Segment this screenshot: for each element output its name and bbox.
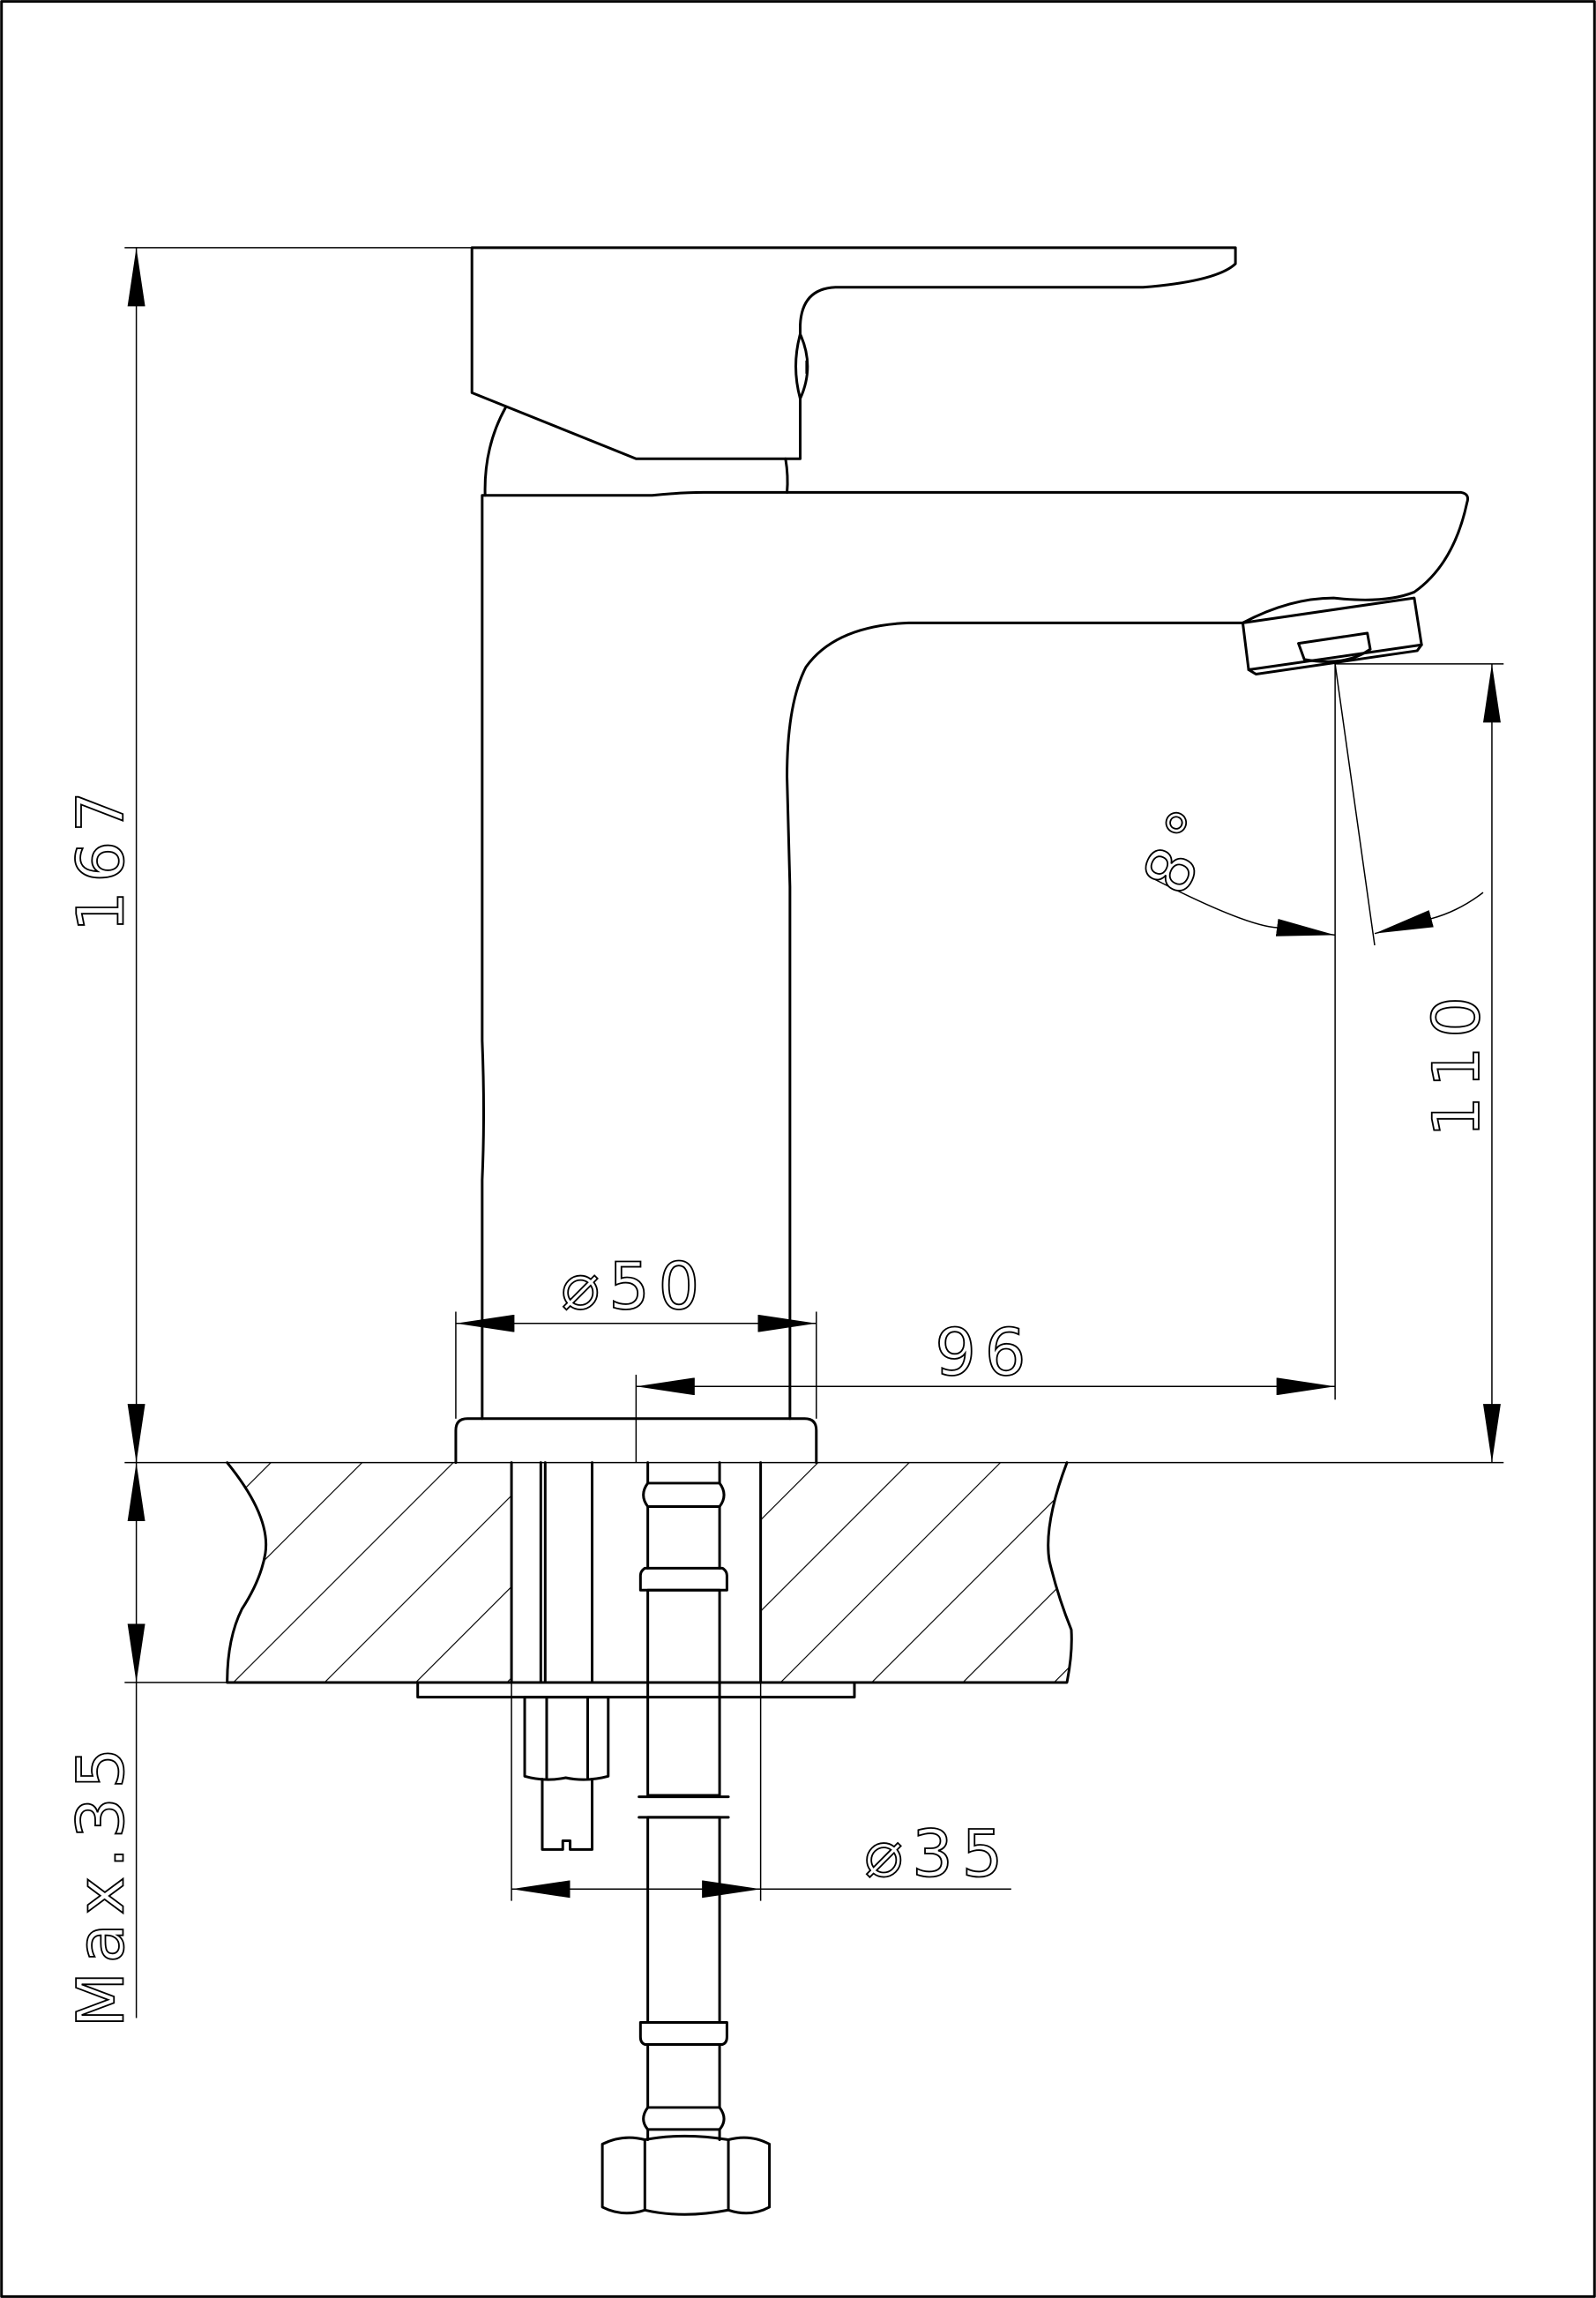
mounting-plate <box>416 1681 856 1699</box>
label-max-35: Max.35 <box>64 1739 139 2027</box>
dimension-hole-diameter: ⌀35 <box>511 1682 1011 1901</box>
counter-slab <box>226 1461 1073 1684</box>
faucet-body <box>481 490 1470 1421</box>
aerator <box>1241 596 1423 676</box>
dimension-spout-reach: 96 <box>635 663 1336 1463</box>
cartridge-curve-left <box>483 406 507 497</box>
dimension-base-diameter: ⌀50 <box>455 1249 817 1419</box>
label-96: 96 <box>935 1316 1034 1391</box>
label-110: 110 <box>1420 988 1495 1137</box>
mounting-rod <box>416 1461 856 1851</box>
cartridge-curve-right <box>784 457 789 494</box>
label-diameter-35: ⌀35 <box>864 1817 1011 1891</box>
dimension-total-height: 167 <box>63 247 145 1463</box>
supply-hose <box>600 1461 772 2216</box>
label-8-degrees: 8° <box>1129 791 1235 905</box>
dimension-max-deck: Max.35 <box>63 1462 145 2028</box>
faucet-handle <box>470 246 1237 460</box>
label-diameter-50: ⌀50 <box>561 1250 708 1324</box>
dimension-spout-angle: 8° <box>1128 663 1484 946</box>
label-167: 167 <box>64 783 139 932</box>
dimension-spout-height: 110 <box>1419 663 1501 1463</box>
